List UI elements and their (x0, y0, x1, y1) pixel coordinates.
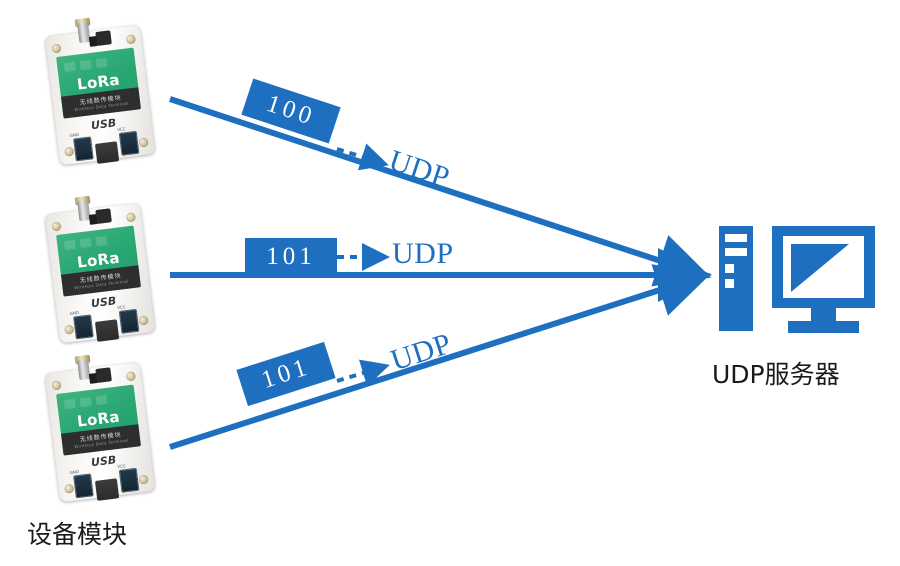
module-label-area: LoRa 无线数传模块 Wireless Data Terminal (56, 47, 142, 119)
module-port-left (73, 473, 94, 499)
server-label: UDP服务器 (712, 360, 840, 389)
device-module-1[interactable]: LoRa 无线数传模块 Wireless Data Terminal USB G… (44, 17, 156, 166)
module-port-left (73, 136, 94, 162)
packet-badge-top (241, 78, 341, 144)
protocol-label-middle: UDP (392, 237, 454, 270)
packet-badge-middle (245, 238, 337, 276)
module-silkscreen (63, 53, 116, 73)
module-port-right (118, 130, 140, 156)
module-usb-port (94, 319, 120, 342)
module-chip (95, 208, 112, 224)
device-module-3[interactable]: LoRa 无线数传模块 Wireless Data Terminal USB G… (44, 354, 156, 503)
dashed-arrow-bottom (336, 359, 390, 387)
module-port-left (73, 314, 94, 340)
monitor-icon (772, 226, 875, 333)
dashed-arrow-top (336, 143, 389, 171)
packet-label-middle: 101 (266, 243, 316, 270)
module-chip (95, 367, 112, 383)
module-port-right (118, 308, 140, 334)
module-chip (95, 30, 112, 46)
device-group-label: 设备模块 (27, 520, 128, 549)
link-line-top (169, 96, 712, 287)
device-module-2[interactable]: LoRa 无线数传模块 Wireless Data Terminal USB G… (44, 195, 156, 344)
packet-badge-bottom (236, 341, 336, 407)
server-tower-icon (719, 226, 753, 331)
module-usb-port (94, 141, 120, 164)
module-port-right (118, 467, 140, 493)
module-silkscreen (63, 390, 116, 410)
link-line-bottom (169, 264, 712, 450)
module-silkscreen (63, 231, 116, 251)
module-label-area: LoRa 无线数传模块 Wireless Data Terminal (56, 384, 142, 456)
module-usb-port (94, 478, 120, 501)
module-label-area: LoRa 无线数传模块 Wireless Data Terminal (56, 225, 142, 297)
